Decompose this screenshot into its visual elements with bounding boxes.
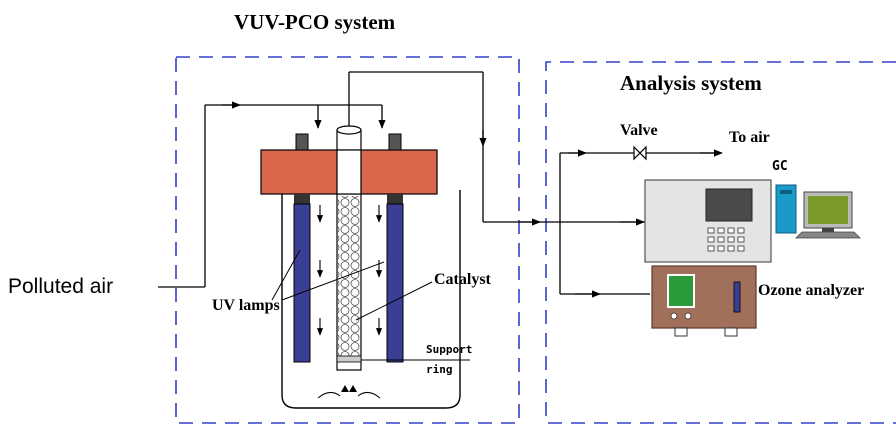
uv-lamps-leader-2 bbox=[281, 261, 385, 301]
ozone-analyzer-label: Ozone analyzer bbox=[758, 282, 865, 299]
valve-icon bbox=[633, 145, 647, 161]
vuv-system-title: VUV-PCO system bbox=[234, 10, 396, 34]
vuv-system-boundary bbox=[175, 56, 520, 424]
reactor-vessel bbox=[281, 190, 461, 409]
polluted-air-label: Polluted air bbox=[8, 275, 114, 298]
lamp-connector-left bbox=[295, 133, 309, 151]
keyboard bbox=[795, 231, 861, 239]
ozone-foot-left bbox=[674, 327, 688, 337]
catalyst-bed bbox=[338, 196, 360, 356]
ozone-foot-right bbox=[724, 327, 738, 337]
bottom-flow-marks bbox=[317, 392, 381, 399]
lamp-connector-right bbox=[388, 133, 402, 151]
uv-lamp-right bbox=[386, 203, 404, 363]
ozone-knob-right bbox=[684, 312, 692, 320]
support-ring-label-line1: Support bbox=[426, 343, 473, 356]
to-air-label: To air bbox=[729, 129, 770, 146]
pc-tower-slot bbox=[780, 190, 792, 194]
lamp-holder-right bbox=[387, 194, 403, 204]
catalyst-tube-through-cap bbox=[336, 149, 362, 195]
support-ring bbox=[336, 355, 362, 363]
gc-label: GC bbox=[772, 159, 788, 174]
bottom-flow-stars bbox=[341, 385, 357, 392]
pc-tower bbox=[775, 184, 797, 234]
analysis-system-boundary bbox=[545, 61, 896, 424]
uv-lamps-leader-1 bbox=[271, 249, 301, 301]
uv-lamp-left bbox=[293, 203, 311, 363]
monitor-screen bbox=[808, 196, 848, 224]
ozone-display bbox=[667, 274, 695, 308]
lamp-holder-left bbox=[294, 194, 310, 204]
valve-label: Valve bbox=[620, 122, 658, 139]
ozone-knob-left bbox=[670, 312, 678, 320]
catalyst-label: Catalyst bbox=[434, 271, 491, 288]
gc-display bbox=[705, 188, 753, 222]
gc-keypad bbox=[707, 227, 745, 252]
ozone-indicator bbox=[733, 281, 741, 313]
uv-lamps-label: UV lamps bbox=[212, 297, 280, 314]
monitor-stand bbox=[822, 228, 834, 232]
analysis-system-title: Analysis system bbox=[620, 71, 762, 95]
catalyst-leader bbox=[355, 281, 433, 321]
support-ring-label-line2: ring bbox=[426, 363, 453, 376]
catalyst-tube-top bbox=[336, 125, 362, 135]
